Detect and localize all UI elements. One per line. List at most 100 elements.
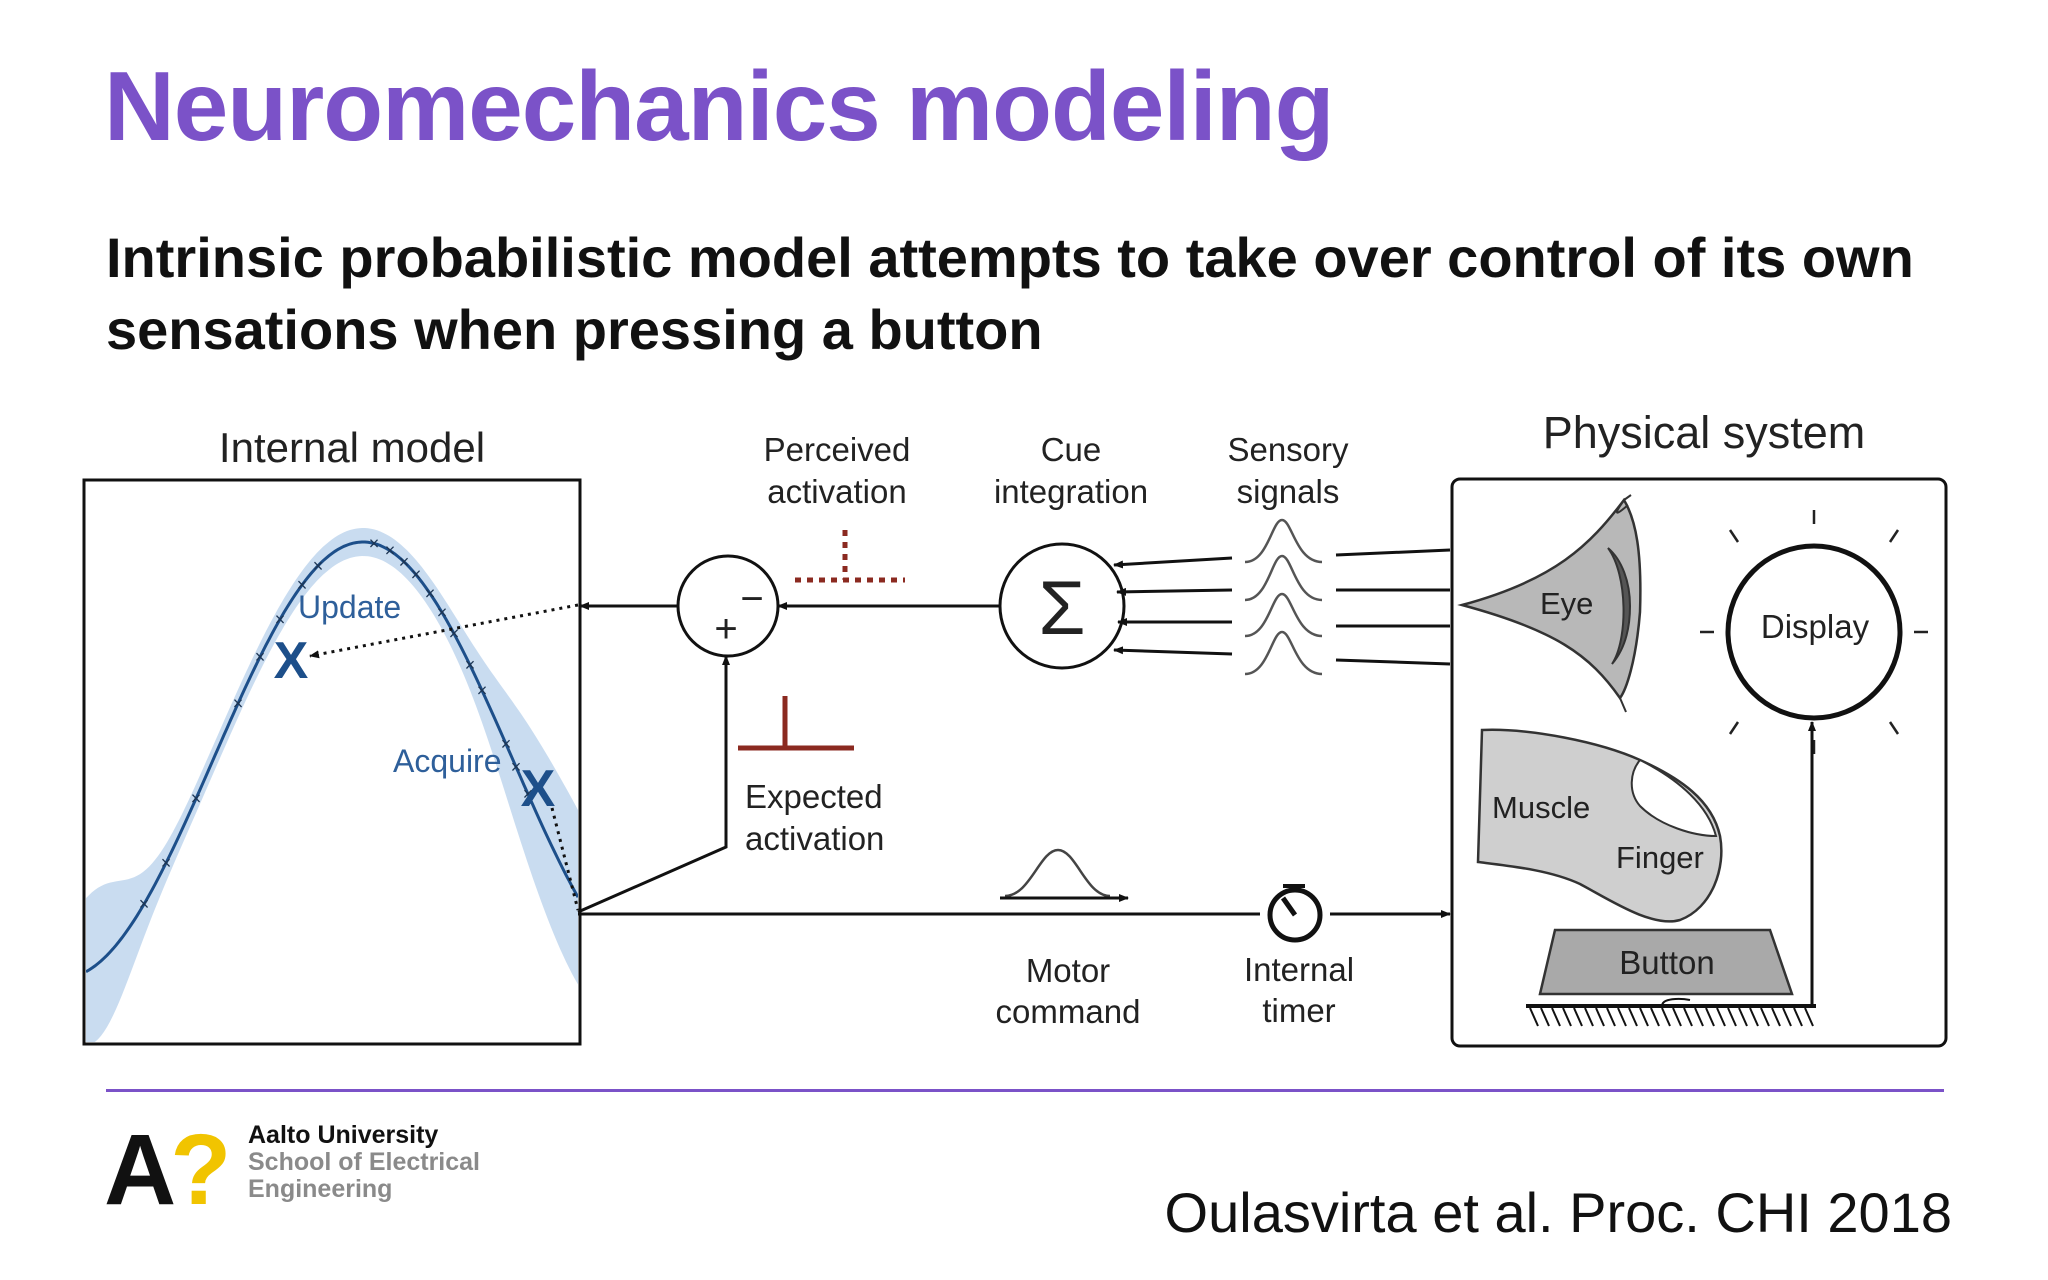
observation-mark: × (255, 647, 266, 667)
ground-hatch (1804, 1007, 1814, 1027)
observation-mark: × (191, 789, 202, 809)
button-to-display-arrow (1795, 721, 1816, 1008)
observation-mark: × (449, 624, 460, 644)
observation-mark: × (297, 575, 308, 595)
eye-icon (1457, 494, 1642, 713)
acquire-marker: Acquire (393, 743, 502, 779)
physical-system-title: Physical system (1543, 407, 1866, 458)
timer-icon (1267, 884, 1323, 943)
ground-hatch (1661, 1007, 1671, 1027)
ground-hatch (1529, 1007, 1539, 1027)
ground-hatch (1628, 1007, 1638, 1027)
observation-mark: × (139, 894, 150, 914)
expected-activation-signal (738, 696, 854, 751)
logo-letter: A (104, 1114, 176, 1226)
ground-hatch (1584, 1007, 1594, 1027)
physical-to-sensory-lines (1335, 548, 1451, 666)
observation-mark: × (523, 784, 534, 804)
acquire-link (550, 807, 580, 911)
ground-hatch (1782, 1007, 1792, 1027)
internal-model-title: Internal model (219, 424, 485, 471)
observation-mark: × (313, 556, 324, 576)
ground-hatch (1672, 1007, 1682, 1027)
perceived-activation-label-1: Perceived (764, 431, 911, 468)
observation-mark: × (275, 609, 286, 629)
ground-hatch (1694, 1007, 1704, 1027)
ground-hatch (1551, 1007, 1561, 1027)
observation-mark: × (501, 734, 512, 754)
ground-hatch (1760, 1007, 1770, 1027)
sigma-symbol: Σ (1039, 566, 1086, 651)
ground-hatch (1727, 1007, 1737, 1027)
acquire-marker-x: X (521, 760, 556, 818)
ground-hatch (1639, 1007, 1649, 1027)
ground-hatch (1606, 1007, 1616, 1027)
observation-mark: × (437, 602, 448, 622)
update-marker: X (274, 632, 309, 690)
comparator-minus: − (740, 577, 763, 621)
cue-integration-label-2: integration (994, 473, 1148, 510)
footer-divider (106, 1089, 1944, 1092)
observation-mark: × (477, 680, 488, 700)
sensory-signals-label-2: signals (1237, 473, 1340, 510)
aalto-logo-mark: A? (104, 1120, 231, 1220)
logo-school-line1: School of Electrical (248, 1148, 481, 1176)
cue-integration-label-1: Cue (1041, 431, 1102, 468)
sensory-signal-curves (1244, 518, 1323, 676)
motor-command-label-2: command (996, 993, 1141, 1030)
physical-system-frame (1450, 477, 1948, 1048)
ground-hatch (1595, 1007, 1605, 1027)
comparator-plus: + (714, 607, 737, 651)
ground-hatch (1705, 1007, 1715, 1027)
display-icon (1700, 510, 1928, 754)
sensory-signals-label-1: Sensory (1227, 431, 1349, 468)
observation-mark: × (385, 541, 396, 561)
observation-mark: × (233, 694, 244, 714)
muscle-label: Muscle (1492, 790, 1590, 825)
button-label: Button (1619, 944, 1714, 981)
ground-hatch (1540, 1007, 1550, 1027)
ground-hatch (1771, 1007, 1781, 1027)
slide-subtitle: Intrinsic probabilistic model attempts t… (106, 226, 1914, 361)
observation-mark: × (465, 655, 476, 675)
observation-mark: × (161, 853, 172, 873)
internal-timer-label-2: timer (1262, 992, 1335, 1029)
cue-integration-node (998, 542, 1126, 670)
eye-label: Eye (1540, 586, 1593, 621)
expected-activation-label-2: activation (745, 820, 884, 857)
finger-icon (1476, 728, 1723, 923)
button-icon (1526, 928, 1816, 1027)
ground-hatch (1749, 1007, 1759, 1027)
citation: Oulasvirta et al. Proc. CHI 2018 (1164, 1181, 1952, 1244)
ground-hatch (1793, 1007, 1803, 1027)
observation-mark: × (399, 552, 410, 572)
logo-question-mark: ? (170, 1114, 231, 1226)
internal-timer-label-1: Internal (1244, 951, 1354, 988)
slide-title: Neuromechanics modeling (104, 51, 1335, 161)
ground-hatch (1716, 1007, 1726, 1027)
ground-hatch (1573, 1007, 1583, 1027)
update-link (309, 603, 579, 659)
perceived-activation-label-2: activation (767, 473, 906, 510)
ground-hatch (1683, 1007, 1693, 1027)
observation-mark: × (425, 583, 436, 603)
expected-activation-label-1: Expected (745, 778, 883, 815)
observation-mark: × (411, 565, 422, 585)
perceived-activation-signal (795, 530, 905, 583)
observation-mark: × (369, 533, 380, 553)
aalto-logo-text: Aalto University School of Electrical En… (248, 1122, 480, 1203)
logo-university: Aalto University (248, 1121, 439, 1149)
gaussian-process-plot: ×××××××××××××××××××× (86, 528, 578, 1042)
ground-hatch (1650, 1007, 1660, 1027)
motor-command-curve (1004, 848, 1111, 898)
logo-school-line2: Engineering (248, 1175, 393, 1203)
internal-model-frame (82, 478, 582, 1046)
ground-hatch (1562, 1007, 1572, 1027)
ground-hatch (1617, 1007, 1627, 1027)
motor-to-comparator-arrow (577, 655, 730, 914)
update-label: Update (298, 589, 401, 625)
mean-curve (86, 540, 578, 974)
display-label: Display (1761, 608, 1870, 645)
observations: ×××××××××××××××××××× (139, 533, 534, 914)
